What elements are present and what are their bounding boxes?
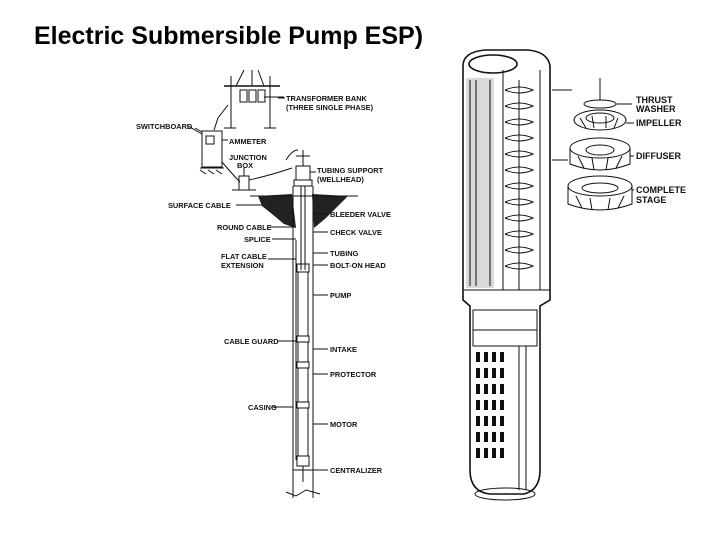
label-ammeter: AMMETER xyxy=(229,137,267,146)
label-impeller: IMPELLER xyxy=(636,118,682,128)
pump-intake-section xyxy=(462,289,551,501)
label-protector: PROTECTOR xyxy=(330,370,377,379)
diffuser-graphic xyxy=(569,137,631,171)
label-cable-guard: CABLE GUARD xyxy=(224,337,279,346)
label-flat-cable: FLAT CABLE xyxy=(221,252,267,261)
label-diffuser: DIFFUSER xyxy=(636,151,682,161)
label-bleeder-valve: BLEEDER VALVE xyxy=(330,210,391,219)
right-leader-lines xyxy=(552,89,634,191)
label-splice: SPLICE xyxy=(244,235,271,244)
downhole-string xyxy=(285,240,321,497)
esp-installation-diagram: TRANSFORMER BANK (THREE SINGLE PHASE) SW… xyxy=(136,69,391,498)
surface-cable-line xyxy=(221,161,241,183)
left-leader-lines xyxy=(187,96,328,471)
label-tubing-support: TUBING SUPPORT xyxy=(317,166,384,175)
label-round-cable: ROUND CABLE xyxy=(217,223,272,232)
intake-slots xyxy=(476,352,504,458)
label-complete-stage: COMPLETE xyxy=(636,185,686,195)
label-thrust-washer-sub: WASHER xyxy=(636,104,676,114)
well-casing xyxy=(292,186,314,498)
label-transformer-bank: TRANSFORMER BANK xyxy=(286,94,368,103)
ground-surface xyxy=(250,194,358,228)
thrust-washer-graphic xyxy=(583,99,617,109)
label-transformer-bank-sub: (THREE SINGLE PHASE) xyxy=(286,103,374,112)
label-intake: INTAKE xyxy=(330,345,357,354)
impeller-stack xyxy=(504,80,535,290)
impeller-graphic xyxy=(573,109,627,131)
slide-title: Electric Submersible Pump ESP) xyxy=(34,22,424,50)
label-pump: PUMP xyxy=(330,291,351,300)
label-complete-stage-sub: STAGE xyxy=(636,195,666,205)
exploded-stage-parts xyxy=(567,78,633,211)
junction-box-graphic xyxy=(232,167,293,191)
switchboard-graphic xyxy=(194,127,228,175)
label-thrust-washer: THRUST xyxy=(636,95,673,105)
wellhead-graphic xyxy=(293,150,313,187)
label-junction-box: JUNCTION xyxy=(229,153,267,162)
label-junction-box-sub: BOX xyxy=(237,161,253,170)
label-motor: MOTOR xyxy=(330,420,358,429)
label-flat-cable-sub: EXTENSION xyxy=(221,261,264,270)
label-centralizer: CENTRALIZER xyxy=(330,466,383,475)
transformer-bank-graphic xyxy=(213,69,285,131)
pump-cutaway-diagram: THRUST WASHER IMPELLER DIFFUSER COMPLETE… xyxy=(462,49,686,501)
label-bolt-on-head: BOLT-ON HEAD xyxy=(330,261,386,270)
pump-housing xyxy=(462,49,551,290)
label-surface-cable: SURFACE CABLE xyxy=(168,201,231,210)
cable-loop xyxy=(285,149,299,161)
label-switchboard: SWITCHBOARD xyxy=(136,122,193,131)
label-check-valve: CHECK VALVE xyxy=(330,228,382,237)
complete-stage-graphic xyxy=(567,175,633,211)
label-tubing-support-sub: (WELLHEAD) xyxy=(317,175,364,184)
label-casing: CASING xyxy=(248,403,277,412)
label-tubing: TUBING xyxy=(330,249,359,258)
